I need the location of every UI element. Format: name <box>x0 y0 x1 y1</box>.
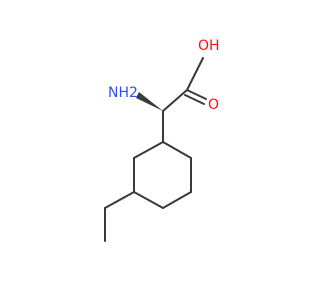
ring-bond-1 <box>162 141 192 159</box>
bond-c-o-double-2 <box>184 94 205 105</box>
atom-label-nh2: NH2 <box>108 85 138 101</box>
bond-wedge-nh2 <box>136 92 163 111</box>
ring-bond-3 <box>162 191 192 209</box>
molecule-structure: OH NH2 O <box>104 38 220 242</box>
bond-ethyl-ch2 <box>104 191 135 209</box>
ring-bond-4 <box>133 191 164 209</box>
atom-label-oh: OH <box>198 38 220 54</box>
ring-bond-6 <box>133 141 164 159</box>
bond-alpha-carboxyl <box>162 89 188 112</box>
atom-label-o: O <box>208 97 219 113</box>
molecule-svg: OH NH2 O <box>104 38 220 242</box>
bond-c-o-double-1 <box>186 89 207 100</box>
bond-c-oh <box>186 57 204 91</box>
